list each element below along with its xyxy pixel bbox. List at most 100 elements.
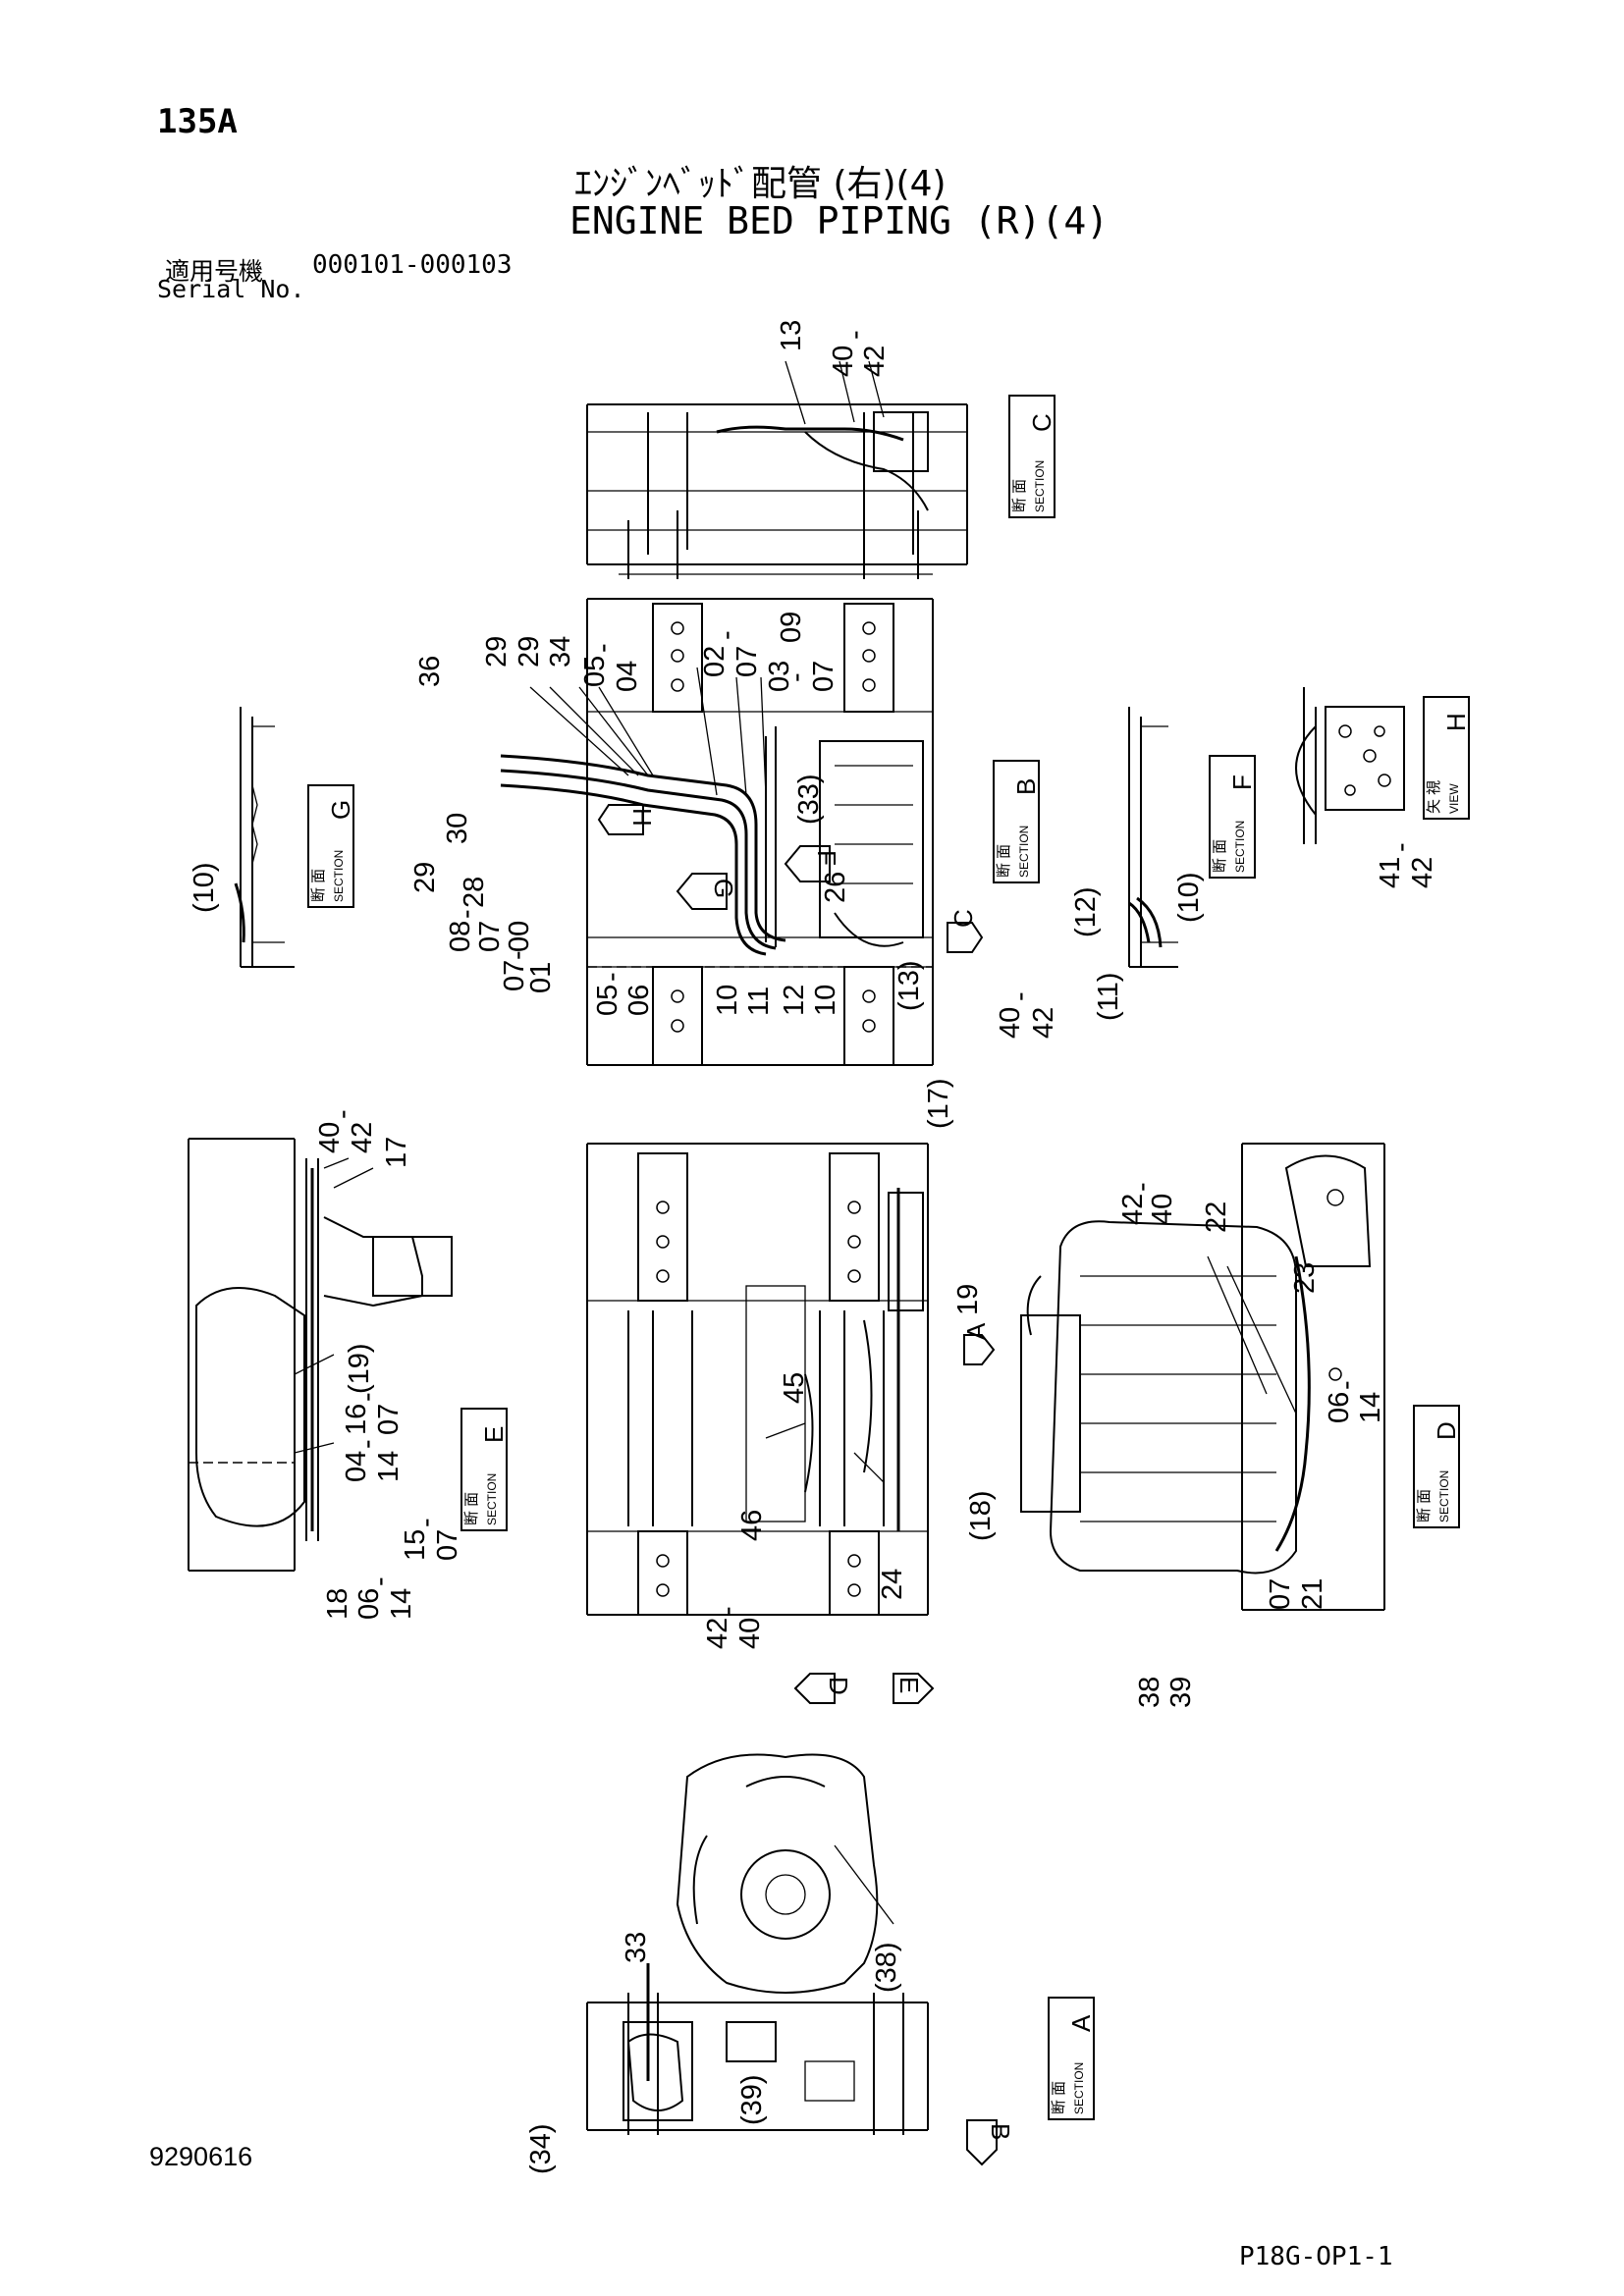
svg-text:42: 42 (1028, 1007, 1059, 1039)
svg-text:-: - (352, 1439, 383, 1449)
view-arrow-h: H (597, 804, 657, 835)
svg-text:17: 17 (381, 1137, 412, 1168)
svg-text:29: 29 (409, 862, 441, 893)
svg-text:(34): (34) (525, 2123, 557, 2174)
svg-text:(10): (10) (189, 862, 220, 913)
svg-text:SECTION: SECTION (1233, 821, 1247, 873)
svg-text:26: 26 (820, 872, 851, 903)
svg-text:40: 40 (995, 1007, 1026, 1039)
section-box-d: 断 面 SECTION D (1413, 1405, 1461, 1528)
section-a-view: 33 (38) (39) (34) (525, 1753, 929, 2174)
view-arrow-f: F (784, 845, 841, 882)
svg-text:-: - (451, 909, 482, 919)
svg-text:D: D (824, 1677, 853, 1695)
callout: 13 (776, 320, 807, 351)
callout: 42 (859, 346, 891, 377)
view-arrow-c: C (947, 909, 984, 953)
svg-text:21: 21 (1297, 1578, 1328, 1610)
svg-text:F: F (1227, 774, 1257, 790)
svg-text:D: D (1432, 1421, 1461, 1440)
svg-text:42: 42 (702, 1618, 733, 1649)
svg-text:VIEW: VIEW (1447, 783, 1461, 814)
section-c-callouts: 13 40 - 42 (776, 320, 891, 377)
svg-text:B: B (1011, 778, 1041, 795)
svg-text:-: - (1385, 842, 1417, 852)
svg-text:F: F (812, 850, 841, 866)
section-e-callouts: 40 - 42 17 (19) 16 - 07 04 - 14 15 - 07 … (314, 1109, 463, 1620)
svg-text:04: 04 (612, 661, 643, 692)
svg-text:SECTION: SECTION (332, 850, 346, 902)
section-box-c: 断 面 SECTION C (1008, 395, 1056, 518)
svg-text:-: - (711, 630, 742, 640)
svg-text:-: - (1330, 1380, 1362, 1390)
svg-text:02: 02 (699, 646, 731, 677)
svg-text:(18): (18) (965, 1490, 997, 1541)
svg-text:断 面: 断 面 (1416, 1489, 1433, 1522)
view-arrow-d: D (793, 1673, 853, 1704)
svg-text:14: 14 (386, 1588, 417, 1620)
svg-text:07: 07 (499, 960, 530, 991)
svg-text:断 面: 断 面 (1051, 2081, 1067, 2114)
svg-text:18: 18 (322, 1588, 353, 1620)
section-f-view: (12) (10) (11) (1070, 707, 1205, 1021)
svg-text:07: 07 (474, 921, 506, 952)
svg-text:23: 23 (1289, 1262, 1321, 1294)
svg-text:-: - (410, 1518, 442, 1527)
svg-text:08: 08 (445, 921, 476, 952)
svg-text:断 面: 断 面 (1212, 839, 1228, 873)
svg-text:42: 42 (1407, 857, 1438, 888)
view-h: 41 - 42 (1295, 687, 1438, 888)
svg-text:06: 06 (1324, 1392, 1355, 1423)
svg-text:07: 07 (1265, 1578, 1296, 1610)
svg-text:断 面: 断 面 (310, 869, 327, 902)
svg-text:(11): (11) (1093, 973, 1124, 1021)
view-arrow-e: E (893, 1673, 935, 1704)
svg-text:07: 07 (808, 661, 839, 692)
section-box-b: 断 面 SECTION B (993, 760, 1041, 883)
svg-text:03: 03 (764, 661, 795, 692)
svg-text:断 面: 断 面 (463, 1492, 480, 1525)
svg-text:-: - (596, 972, 627, 982)
svg-text:04: 04 (341, 1451, 372, 1482)
section-b-callouts-top: 36 29 29 34 05 - 04 02 - 07 09 03 - 07 (414, 612, 839, 692)
section-box-g: 断 面 SECTION G (307, 784, 355, 908)
section-box-f: 断 面 SECTION F (1209, 755, 1257, 879)
svg-text:40: 40 (1147, 1194, 1178, 1225)
svg-text:-: - (587, 643, 619, 653)
section-g-view: (10) (189, 707, 295, 968)
sheet-code: P18G-OP1-1 (1239, 2242, 1393, 2271)
svg-text:SECTION: SECTION (1437, 1470, 1451, 1522)
section-d-view (1020, 1143, 1385, 1611)
svg-text:01: 01 (525, 962, 557, 993)
svg-text:-: - (781, 672, 812, 682)
section-box-e: 断 面 SECTION E (460, 1408, 509, 1531)
svg-text:-: - (364, 1576, 396, 1586)
svg-text:-: - (327, 1109, 358, 1119)
svg-text:(10): (10) (1173, 872, 1205, 923)
svg-text:-: - (352, 1392, 383, 1402)
svg-text:E: E (479, 1426, 509, 1443)
svg-text:-: - (1004, 991, 1036, 1001)
svg-text:28: 28 (459, 877, 490, 908)
svg-text:SECTION: SECTION (485, 1473, 499, 1525)
svg-text:07: 07 (373, 1404, 405, 1435)
svg-text:30: 30 (442, 813, 473, 844)
section-box-h: 矢 視 VIEW H (1423, 696, 1471, 820)
section-e-view (188, 1138, 453, 1572)
svg-text:12: 12 (779, 985, 810, 1016)
svg-text:33: 33 (621, 1932, 652, 1963)
svg-text:07: 07 (731, 646, 763, 677)
svg-text:SECTION: SECTION (1072, 2062, 1086, 2114)
svg-text:45: 45 (779, 1372, 810, 1404)
svg-text:H: H (627, 808, 657, 827)
svg-text:41: 41 (1375, 857, 1406, 888)
svg-text:42: 42 (1117, 1194, 1149, 1225)
svg-text:(38): (38) (871, 1942, 902, 1993)
svg-text:(17): (17) (923, 1078, 954, 1129)
svg-text:C: C (1027, 413, 1056, 432)
section-b-view (500, 598, 934, 1066)
svg-text:A: A (961, 1322, 991, 1340)
svg-text:(19): (19) (344, 1343, 375, 1394)
svg-text:SECTION: SECTION (1033, 460, 1047, 512)
